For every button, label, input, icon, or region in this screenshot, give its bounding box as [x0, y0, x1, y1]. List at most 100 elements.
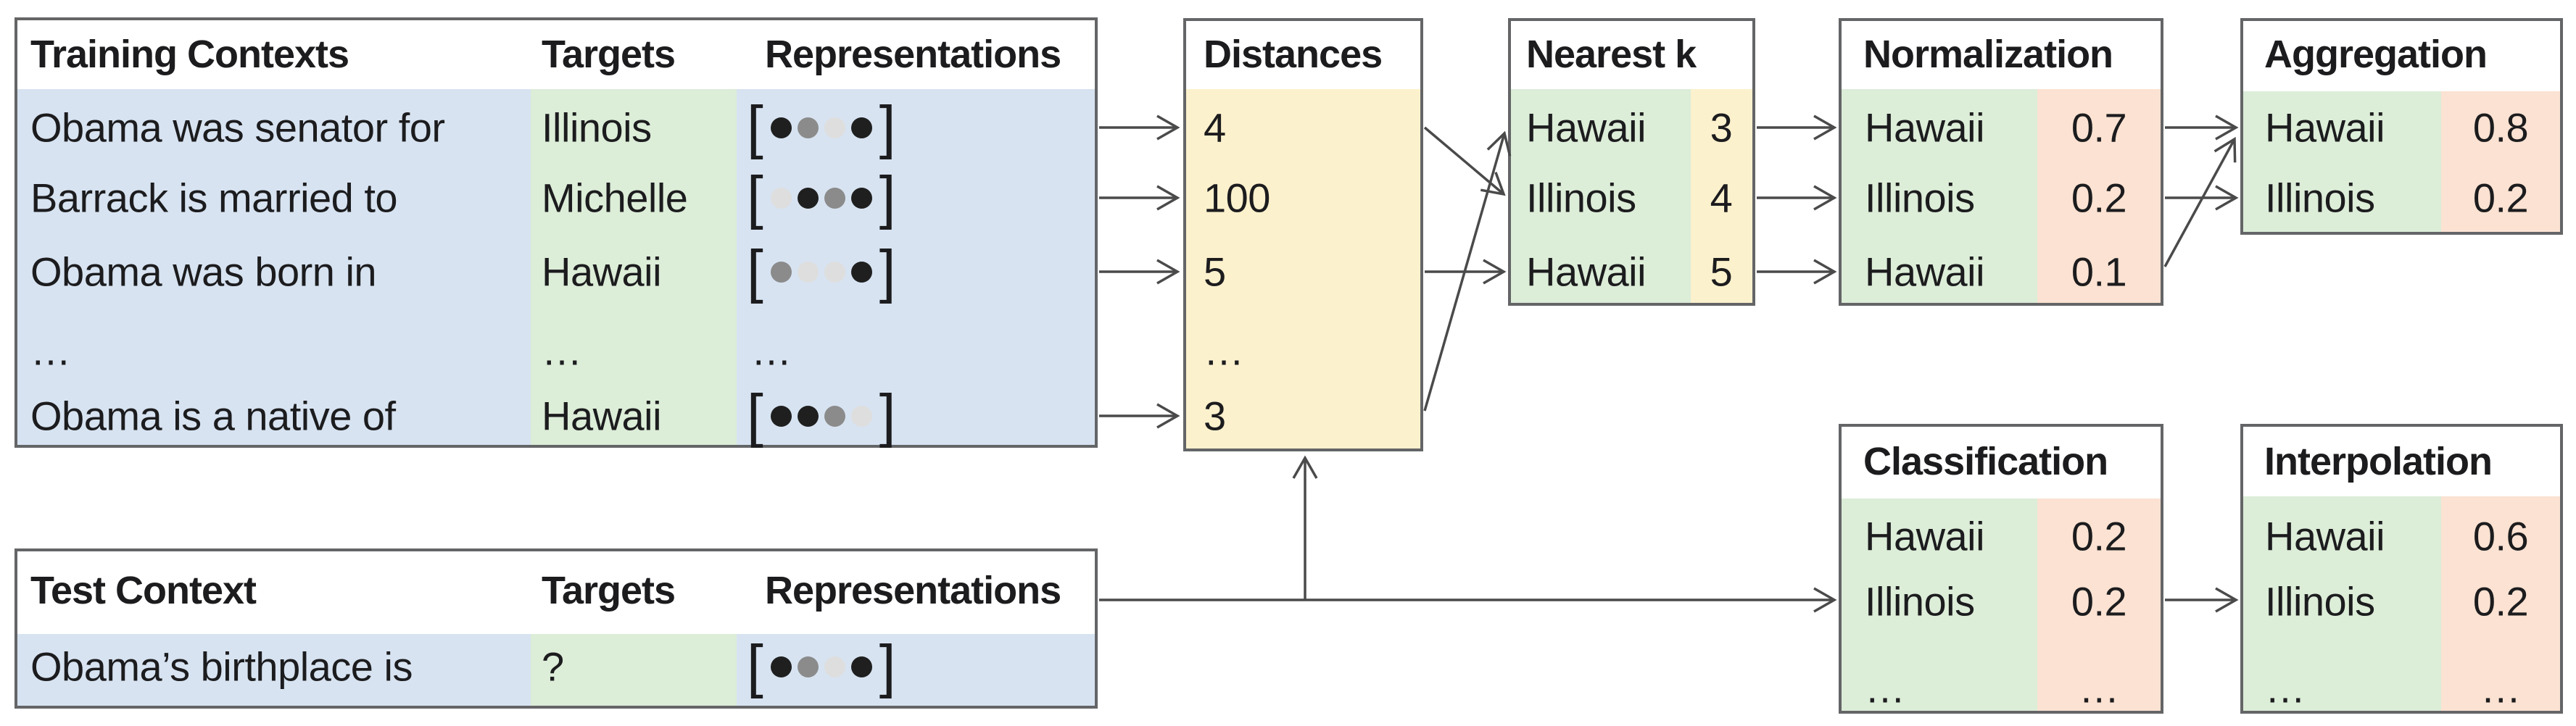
training-row-representation-ellipsis: … [751, 327, 792, 374]
aggregation-box: Aggregation Hawaii 0.8 Illinois 0.2 [2240, 18, 2563, 235]
nearest-k-label: Hawaii [1526, 104, 1647, 151]
training-row-context: Obama was senator for [30, 104, 445, 151]
aggregation-label-column [2243, 91, 2441, 232]
vector-dot-icon [850, 187, 872, 209]
normalization-value: 0.1 [2071, 249, 2127, 295]
interpolation-header: Interpolation [2264, 440, 2493, 483]
aggregation-header: Aggregation [2264, 33, 2488, 76]
test-context-column [17, 634, 531, 706]
bracket-open-icon: [ [747, 238, 763, 304]
classification-value: 0.2 [2071, 513, 2127, 559]
classification-label: Hawaii [1865, 513, 1985, 559]
vector-dot-icon [770, 405, 792, 427]
aggregation-label: Hawaii [2265, 104, 2385, 151]
vector-dot-icon [770, 656, 792, 677]
vector-dot-icon [770, 261, 792, 283]
classification-value: … [2079, 665, 2119, 712]
vector-dot-icon [770, 117, 792, 138]
normalization-label-column [1842, 89, 2037, 303]
distance-value: 4 [1204, 104, 1226, 151]
vector-dot-icon [797, 656, 819, 677]
training-context-column [17, 89, 531, 445]
classification-box: Classification Hawaii 0.2 Illinois 0.2 …… [1839, 424, 2163, 714]
training-row-context: Barrack is married to [30, 175, 398, 221]
test-context-header: Test Context [30, 569, 257, 612]
training-row-context: Obama was born in [30, 249, 377, 295]
interpolation-label: Hawaii [2265, 513, 2385, 559]
interpolation-value: … [2480, 665, 2521, 712]
training-row-target: … [542, 327, 582, 374]
nearest-k-label-column [1511, 89, 1691, 303]
vector-dot-icon [824, 261, 845, 283]
test-targets-header: Targets [542, 569, 676, 612]
interpolation-value: 0.6 [2472, 513, 2529, 559]
bracket-open-icon: [ [747, 94, 763, 160]
interpolation-box: Interpolation Hawaii 0.6 Illinois 0.2 … … [2240, 424, 2563, 714]
bracket-open-icon: [ [747, 383, 763, 448]
classification-label: … [1865, 665, 1905, 712]
vector-dot-icon [850, 117, 872, 138]
test-targets-column [531, 634, 737, 706]
training-row-target: Hawaii [542, 393, 662, 439]
normalization-label: Hawaii [1865, 249, 1985, 295]
vector-dot-icon [824, 656, 845, 677]
training-row-representation-vector: [ ] [747, 381, 896, 451]
training-row-representation-vector: [ ] [747, 163, 896, 233]
vector-dot-icon [797, 405, 819, 427]
test-row-representation-vector: [ ] [747, 632, 896, 701]
interpolation-label: Illinois [2265, 578, 2375, 625]
training-row-target: Michelle [542, 175, 688, 221]
bracket-close-icon: ] [879, 238, 896, 304]
classification-header: Classification [1863, 440, 2108, 483]
classification-value: 0.2 [2071, 578, 2127, 625]
distance-value: 5 [1204, 249, 1226, 295]
vector-dot-icon [824, 117, 845, 138]
bracket-close-icon: ] [879, 94, 896, 160]
training-targets-header: Targets [542, 33, 676, 76]
distance-value: 100 [1204, 175, 1270, 221]
vector-dot-icon [850, 656, 872, 677]
aggregation-value: 0.2 [2472, 175, 2529, 221]
distances-header: Distances [1204, 33, 1383, 76]
vector-dot-icon [824, 187, 845, 209]
nearest-k-value: 5 [1710, 249, 1733, 295]
training-row-representation-vector: [ ] [747, 93, 896, 162]
normalization-value: 0.7 [2071, 104, 2127, 151]
normalization-box: Normalization Hawaii 0.7 Illinois 0.2 Ha… [1839, 18, 2163, 306]
normalization-prob-column [2037, 89, 2161, 303]
aggregation-value: 0.8 [2472, 104, 2529, 151]
training-row-context: … [30, 327, 71, 374]
test-row-context: Obama’s birthplace is [30, 643, 413, 690]
classification-prob-column [2037, 498, 2161, 711]
distance-value: 3 [1204, 393, 1226, 439]
arrow-norm01-to-agg-hawaii [2163, 136, 2237, 267]
vector-dot-icon [850, 261, 872, 283]
interpolation-prob-column [2441, 496, 2560, 711]
vector-dot-icon [850, 405, 872, 427]
aggregation-prob-column [2441, 91, 2560, 232]
nearest-k-value: 3 [1710, 104, 1733, 151]
training-row-representation-vector: [ ] [747, 237, 896, 306]
arrow-distance4-to-illinois [1423, 126, 1506, 196]
interpolation-label-column [2243, 496, 2441, 711]
training-row-target: Illinois [542, 104, 652, 151]
nearest-k-label: Hawaii [1526, 249, 1647, 295]
bracket-close-icon: ] [879, 164, 896, 230]
test-row-target: ? [542, 643, 564, 690]
training-targets-column [531, 89, 737, 445]
vector-dot-icon [824, 405, 845, 427]
normalization-value: 0.2 [2071, 175, 2127, 221]
interpolation-value: 0.2 [2472, 578, 2529, 625]
nearest-k-header: Nearest k [1526, 33, 1697, 76]
nearest-k-value: 4 [1710, 175, 1733, 221]
test-representations-header: Representations [765, 569, 1061, 612]
training-representations-column [737, 89, 1095, 445]
training-representations-header: Representations [765, 33, 1061, 76]
bracket-open-icon: [ [747, 164, 763, 230]
nearest-k-distance-column [1691, 89, 1752, 303]
bracket-close-icon: ] [879, 633, 896, 699]
vector-dot-icon [797, 187, 819, 209]
test-representations-column [737, 634, 1095, 706]
normalization-label: Illinois [1865, 175, 1975, 221]
classification-label-column [1842, 498, 2037, 711]
